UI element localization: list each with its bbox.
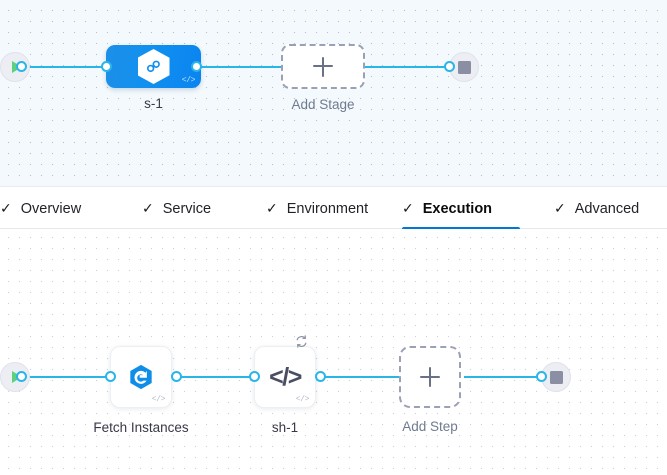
stage-graph-canvas[interactable]: </> s-1 Add Stage [0, 0, 667, 186]
tab-label: Service [162, 200, 212, 217]
tab-execution[interactable]: ✓ Execution [402, 187, 520, 230]
check-icon: ✓ [266, 199, 278, 216]
loop-strategy-icon [294, 334, 309, 354]
fetch-output-dot[interactable] [171, 371, 182, 382]
tab-overview[interactable]: ✓ Overview [0, 187, 81, 230]
edge-sh1-to-addstep [320, 376, 402, 378]
plus-icon [420, 367, 440, 387]
check-icon: ✓ [554, 199, 566, 216]
add-step-button[interactable] [399, 346, 461, 408]
start-connector-dot[interactable] [16, 61, 27, 72]
execution-graph-canvas[interactable]: </> Fetch Instances </> </> sh-1 [0, 229, 667, 475]
fetch-input-dot[interactable] [105, 371, 116, 382]
stop-icon [549, 370, 563, 384]
deployment-hexagon-icon [137, 49, 170, 84]
tab-environment[interactable]: ✓ Environment [266, 187, 368, 230]
stage-node-label: s-1 [144, 96, 163, 111]
sh1-input-dot[interactable] [249, 371, 260, 382]
edge-stage-to-addstage [196, 66, 286, 68]
shell-script-code-icon: </> [269, 362, 302, 391]
edge-fetch-to-sh1 [176, 376, 258, 378]
stop-icon [457, 60, 471, 74]
step-node-fetch-instances[interactable]: </> [110, 346, 172, 408]
code-badge-icon: </> [295, 395, 310, 404]
check-icon: ✓ [0, 199, 12, 216]
tab-label: Execution [422, 200, 493, 217]
step-label-sh-1: sh-1 [271, 420, 299, 435]
stage-config-tabs: ✓ Overview ✓ Service ✓ Environment ✓ Exe… [0, 186, 667, 230]
check-icon: ✓ [142, 199, 154, 216]
edge-addstep-to-end [464, 376, 548, 378]
plus-icon [313, 56, 333, 77]
stage-input-dot[interactable] [101, 61, 112, 72]
step-node-sh-1[interactable]: </> </> [254, 335, 316, 408]
edge-addstage-to-end [362, 66, 458, 68]
edge-start-to-fetch [22, 376, 112, 378]
add-step-label: Add Step [402, 419, 458, 434]
add-stage-button[interactable] [281, 44, 365, 89]
edge-start-to-stage [22, 66, 118, 68]
step-label-fetch-instances: Fetch Instances [93, 420, 189, 435]
harness-hexagon-icon [130, 364, 152, 390]
code-badge-icon: </> [181, 76, 196, 85]
execution-start-dot[interactable] [16, 371, 27, 382]
tab-label: Environment [286, 200, 369, 217]
stage-node-s-1[interactable]: </> [106, 45, 201, 88]
execution-end-dot[interactable] [536, 371, 547, 382]
tab-label: Advanced [574, 200, 640, 217]
code-badge-icon: </> [151, 395, 166, 404]
sh1-output-dot[interactable] [315, 371, 326, 382]
tab-advanced[interactable]: ✓ Advanced [554, 187, 639, 230]
tab-service[interactable]: ✓ Service [142, 187, 211, 230]
add-stage-label: Add Stage [291, 97, 355, 112]
end-connector-dot[interactable] [444, 61, 455, 72]
stage-output-dot[interactable] [191, 61, 202, 72]
tab-label: Overview [20, 200, 82, 217]
check-icon: ✓ [402, 199, 414, 216]
